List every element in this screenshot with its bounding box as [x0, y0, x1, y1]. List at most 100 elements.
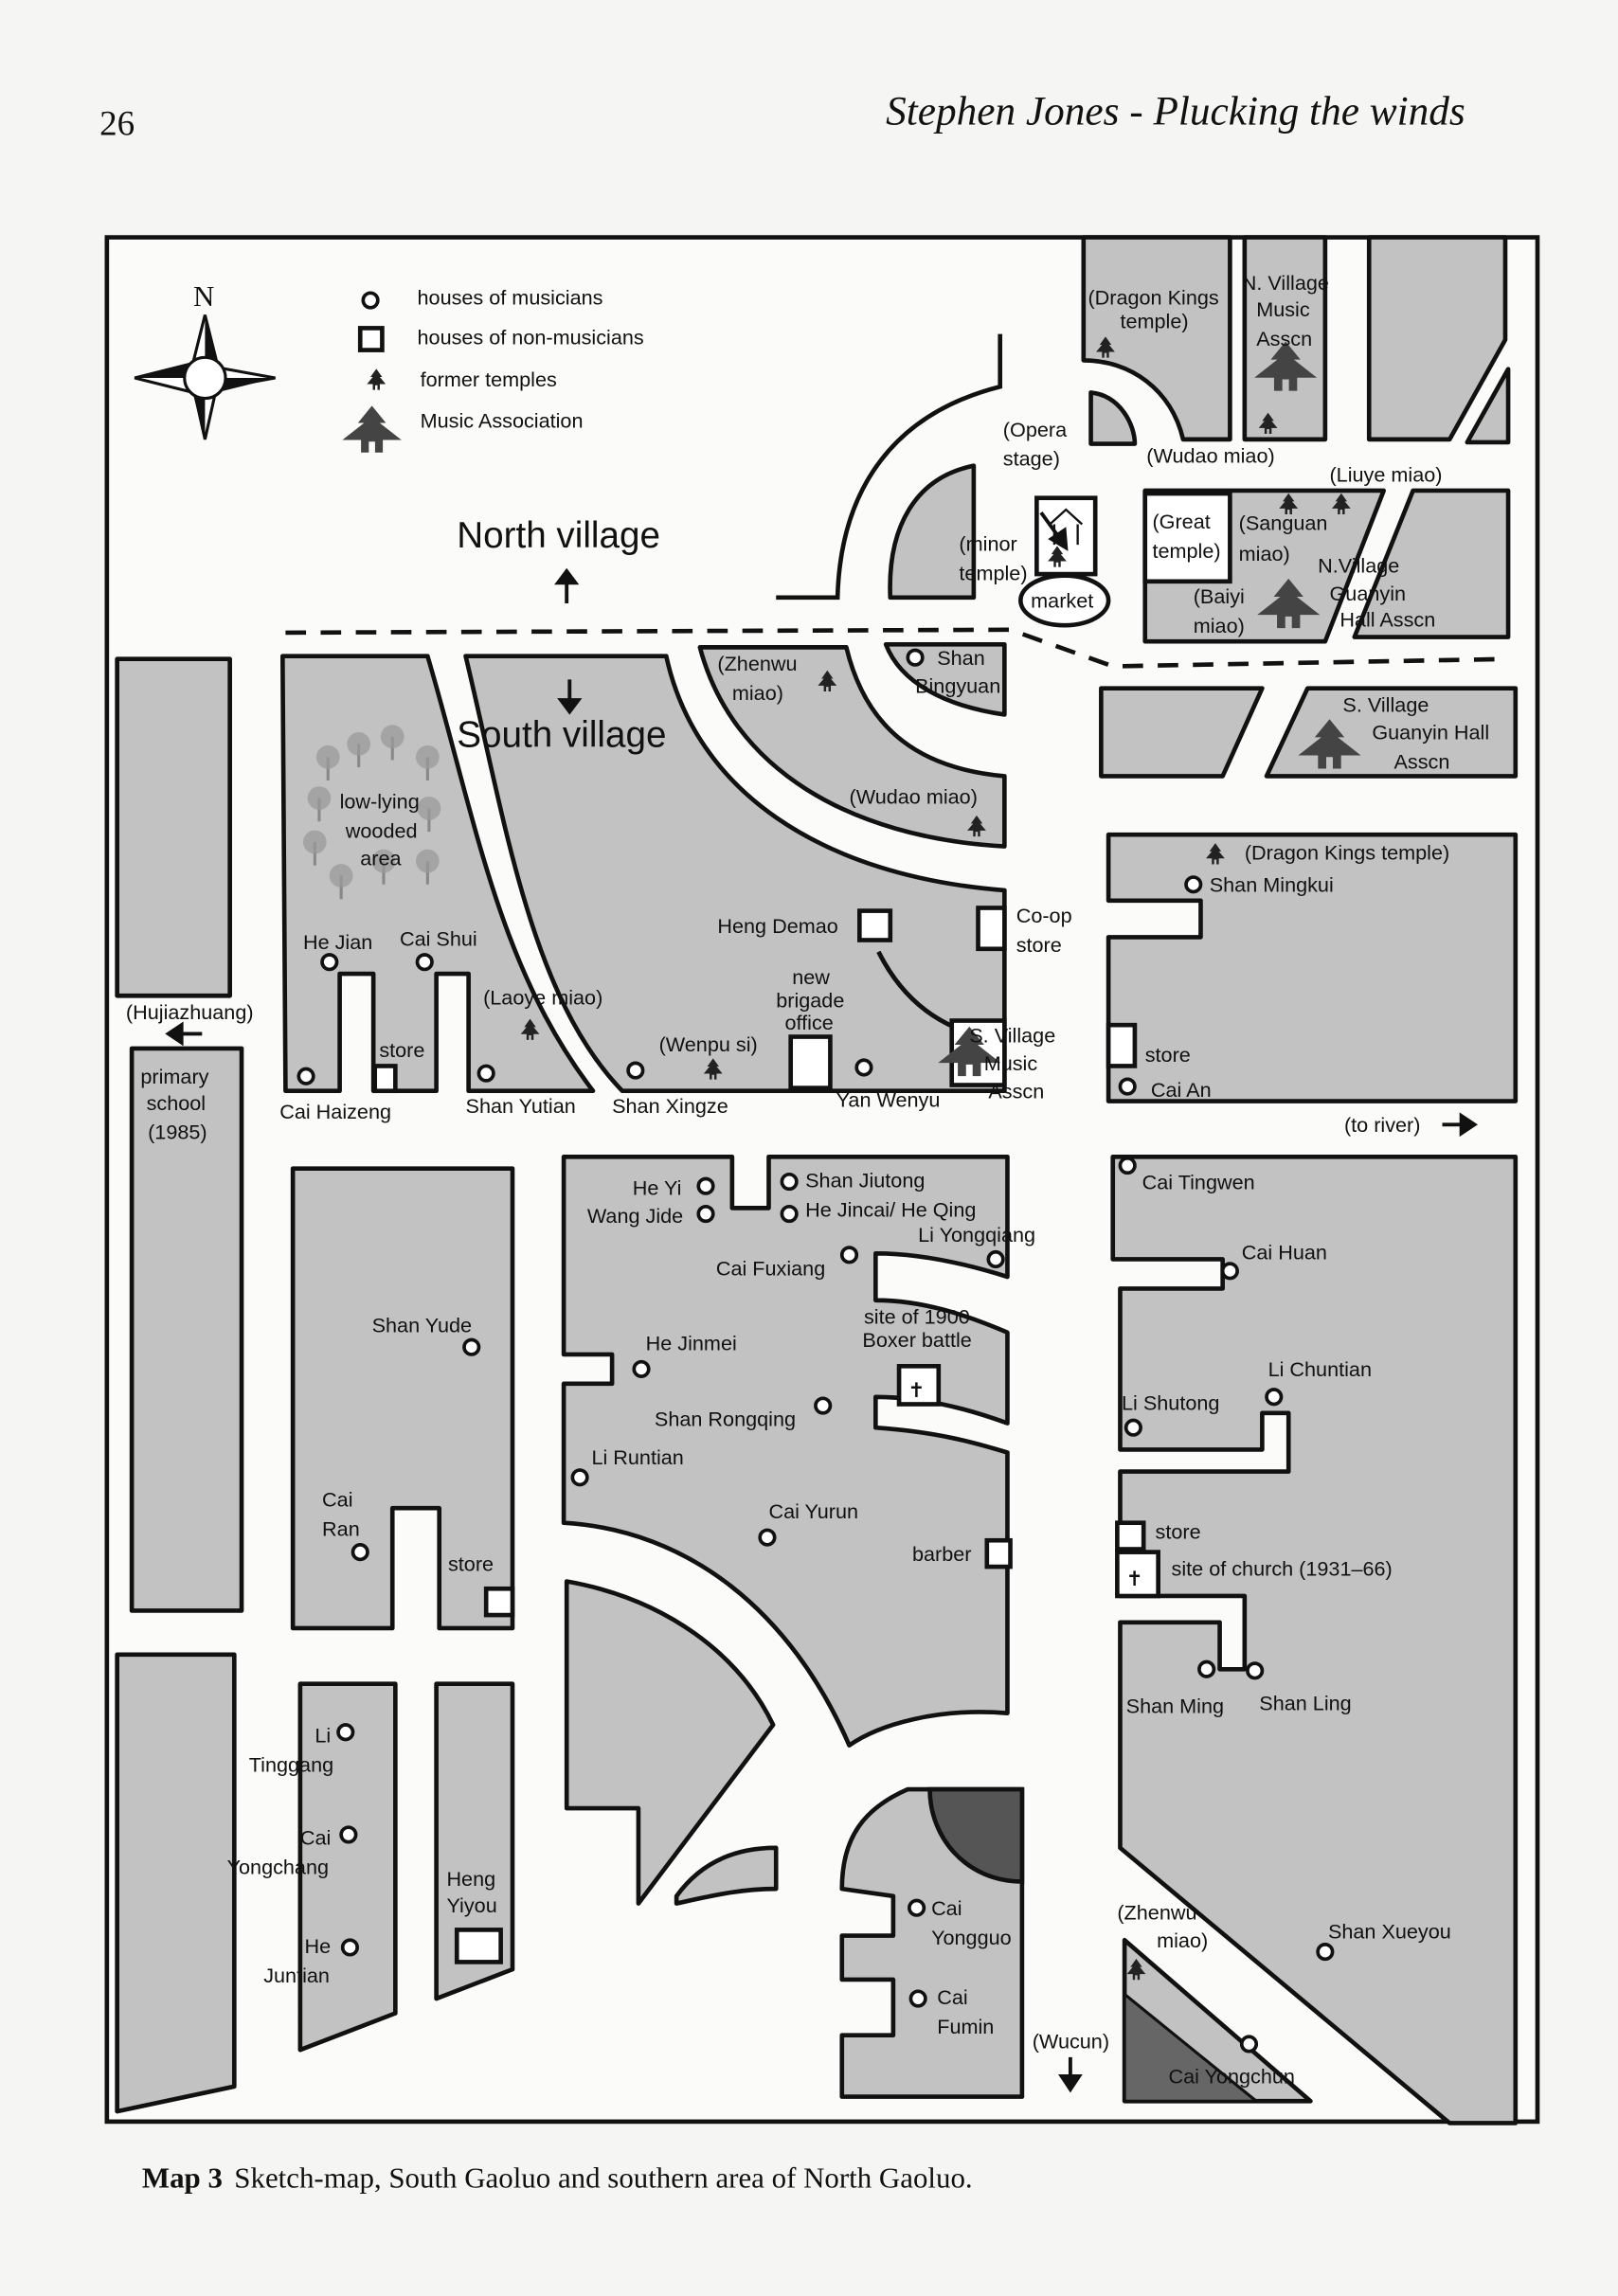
pond [1123, 1991, 1261, 2103]
map-blocks [115, 235, 1519, 2126]
map-label: Music [1256, 297, 1310, 321]
map-label: Cai [931, 1896, 962, 1920]
map-label: (Wenpu si) [659, 1032, 758, 1056]
arrow-left-icon [165, 1021, 203, 1047]
block-mingkui [1106, 832, 1519, 1103]
block-tinggang [297, 1681, 398, 2053]
map-label: Shan [937, 646, 985, 670]
map-label: (Laoye miao) [483, 986, 602, 1010]
map-label: miao) [732, 681, 783, 705]
arrow-pointer-icon [1039, 511, 1069, 551]
store-box [372, 1064, 398, 1094]
square-house-icon [357, 326, 385, 352]
store-box [1115, 1520, 1146, 1552]
legend: houses of musicians houses of non-musici… [342, 286, 644, 453]
map-label: Boxer battle [862, 1328, 971, 1352]
map-label: (Sanguan [1239, 511, 1328, 535]
map-label: (Liuye miao) [1329, 463, 1442, 487]
legend-label: Music Association [421, 409, 584, 433]
tree-icon [302, 830, 327, 866]
map-label: (Wudao miao) [1146, 444, 1274, 468]
new-brigade-office [788, 1034, 833, 1090]
musician-house-icon [908, 1989, 927, 2008]
map-label: Bingyuan [915, 673, 1000, 697]
trees [302, 725, 441, 900]
map-label: office [784, 1011, 833, 1034]
musician-house-icon [632, 1359, 651, 1378]
map-label: Shan Rongqing [655, 1408, 796, 1431]
village-boundary [285, 627, 1509, 669]
map-label: Wang Jide [587, 1204, 683, 1228]
map-label: Cai Huan [1242, 1240, 1327, 1264]
block [1099, 686, 1265, 779]
musician-house-icon [1197, 1659, 1216, 1678]
caption-label: Map 3 [142, 2161, 223, 2194]
map-label: Yiyou [446, 1893, 496, 1917]
map-label: site of 1900 [864, 1304, 970, 1328]
map-label: Guanyin Hall [1372, 721, 1489, 744]
map-label: (Hujiazhuang) [126, 1000, 254, 1024]
caption-text: Sketch-map, South Gaoluo and southern ar… [234, 2161, 972, 2194]
map-label: (Baiyi [1194, 584, 1245, 608]
map-label: Shan Ming [1126, 1695, 1224, 1718]
musician-house-icon [780, 1172, 799, 1192]
barber-box [984, 1537, 1013, 1570]
pond [927, 1786, 1025, 1884]
map-label: Shan Xingze [612, 1094, 728, 1118]
map-caption: Map 3 Sketch-map, South Gaoluo and southe… [142, 2161, 973, 2194]
map-label: stage) [1003, 447, 1060, 471]
map-label: Li Runtian [591, 1445, 683, 1469]
map-label: Guanyin [1329, 582, 1406, 605]
map-label: Fumin [937, 2015, 994, 2038]
map-label: market [1031, 589, 1093, 613]
block [564, 1579, 776, 1906]
map-label: Asscn [1394, 750, 1450, 774]
map-label: Shan Xueyou [1328, 1920, 1451, 1944]
block-heng-yiyou [434, 1681, 515, 2001]
musician-house-icon [696, 1176, 715, 1195]
map-label: Cai Tingwen [1142, 1170, 1255, 1193]
heng-yiyou-house [454, 1928, 503, 1964]
musician-house-icon [1124, 1418, 1142, 1437]
map-label: store [1156, 1520, 1201, 1544]
map-label: Yongchang [227, 1856, 329, 1879]
musician-house-icon [626, 1061, 645, 1080]
musician-house-icon [1239, 2035, 1259, 2054]
tree-icon [307, 786, 332, 822]
block [1465, 367, 1511, 445]
map-label: N.Village [1318, 554, 1399, 578]
musician-house-icon [854, 1058, 873, 1077]
map-label: new [792, 965, 830, 989]
map-label: Tinggang [249, 1752, 333, 1776]
block-dragon-kings [1081, 235, 1232, 442]
block-n-village-music [1242, 235, 1328, 442]
map-label: barber [912, 1542, 972, 1566]
map-label: Shan Yutian [466, 1094, 576, 1118]
musician-house-icon [351, 1543, 369, 1562]
map-label: store [379, 1038, 424, 1062]
block-south-village [463, 654, 1007, 1094]
map-label: He Jinmei [646, 1331, 737, 1354]
map-label: (Zhenwu [1117, 1901, 1196, 1925]
map-label: school [147, 1091, 207, 1115]
musician-house-icon [415, 953, 434, 972]
tree-icon [417, 797, 441, 833]
map-label: Asscn [988, 1079, 1044, 1103]
map-label: Cai [300, 1826, 331, 1850]
map-label: Li Yongqiang [918, 1223, 1035, 1247]
legend-label: houses of musicians [418, 286, 603, 310]
map-label: miao) [1157, 1928, 1208, 1952]
map-label: store [1016, 933, 1062, 957]
compass-rose-icon [134, 314, 276, 440]
map-label: (Dragon Kings [1088, 286, 1218, 310]
musician-house-icon [1246, 1661, 1265, 1680]
market-ellipse [1018, 573, 1111, 628]
cross-icon: ✝ [908, 1378, 925, 1402]
map-label: area [360, 847, 402, 870]
map-label: low-lying [340, 789, 420, 813]
arrow-down-icon [1058, 2056, 1083, 2093]
tree-icon [371, 849, 396, 885]
map-label: Shan Ling [1259, 1692, 1351, 1715]
map-label: Heng [446, 1867, 495, 1891]
